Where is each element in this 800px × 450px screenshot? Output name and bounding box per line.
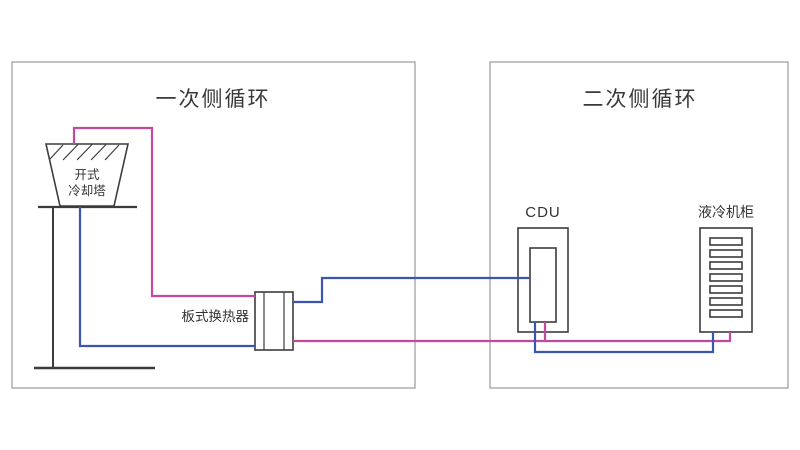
cdu-unit <box>517 227 569 333</box>
plate-heat-exchanger-label: 板式换热器 <box>182 309 250 324</box>
cabinet-label: 液冷机柜 <box>698 204 754 220</box>
server-slat <box>709 297 743 306</box>
cdu-label: CDU <box>525 204 561 221</box>
server-slat <box>709 237 743 246</box>
cold-pipe-tower-to-heat-exchanger <box>78 207 255 348</box>
cooling-tower-label-line1: 开式 <box>74 168 100 182</box>
server-slat <box>709 285 743 294</box>
cooling-tower: 开式 冷却塔 <box>34 143 155 370</box>
secondary-loop-box <box>489 61 789 389</box>
cooling-tower-hatch <box>49 144 120 161</box>
cold-pipe-heat-exchanger-to-cdu <box>293 276 530 304</box>
hot-pipe-return-line <box>293 322 732 343</box>
server-slat <box>709 309 743 318</box>
secondary-loop-title: 二次侧循环 <box>583 88 698 111</box>
hot-pipe-tower-to-heat-exchanger <box>72 126 255 298</box>
server-slat <box>709 249 743 258</box>
server-slat <box>709 273 743 282</box>
cold-pipe-cdu-to-cabinet <box>533 322 715 354</box>
cooling-tower-label-line2: 冷却塔 <box>68 184 106 198</box>
primary-loop-title: 一次侧循环 <box>156 88 271 111</box>
plate-heat-exchanger <box>254 291 294 351</box>
cdu-inner-module <box>529 247 557 323</box>
liquid-cooled-cabinet <box>699 227 753 333</box>
plate-heat-exchanger-body <box>254 291 294 351</box>
server-slat <box>709 261 743 270</box>
